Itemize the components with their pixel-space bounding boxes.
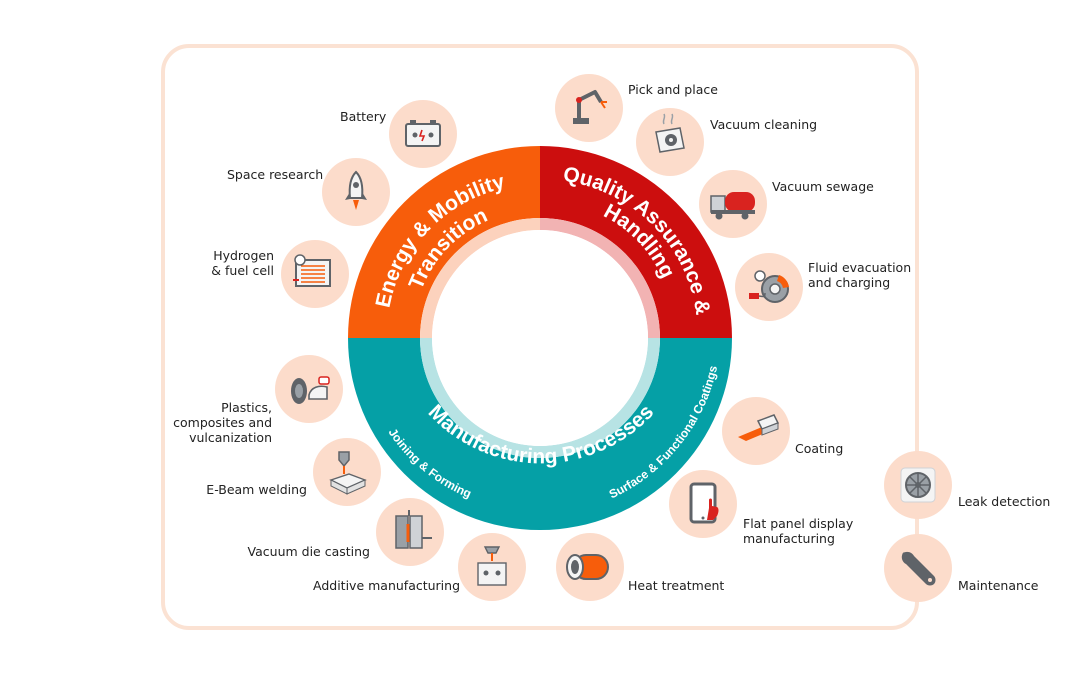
flat-panel-label-line1: Flat panel display [743, 516, 854, 531]
coating-label: Coating [795, 441, 844, 456]
flat-panel-label-line2: manufacturing [743, 531, 835, 546]
sewage-bubble[interactable] [699, 170, 767, 238]
fluid-label-line2: and charging [808, 275, 891, 290]
outer-frame [161, 44, 919, 630]
manufacturing-segment [348, 338, 732, 530]
wrench-icon [884, 534, 952, 602]
energy-segment [348, 146, 540, 338]
die-casting-bubble[interactable] [376, 498, 444, 566]
furnace-icon [556, 533, 624, 601]
pick-place-label: Pick and place [628, 82, 718, 97]
welding-icon [313, 438, 381, 506]
die-casting-icon [376, 498, 444, 566]
fluid-label-line1: Fluid evacuation [808, 260, 912, 275]
additive-bubble[interactable] [458, 533, 526, 601]
fluid-bubble[interactable] [735, 253, 803, 321]
hydrogen-label: Hydrogen & fuel cell [211, 248, 274, 278]
flat-panel-label: Flat panel display manufacturing [743, 516, 853, 546]
leak-detection-bubble[interactable] [884, 451, 952, 519]
battery-icon [389, 100, 457, 168]
robot-arm-icon [555, 74, 623, 142]
ebeam-label: E-Beam welding [206, 482, 307, 497]
cleaning-icon [636, 108, 704, 176]
manufacturing-inner-ring [420, 338, 660, 458]
plastics-label-line3: vulcanization [189, 430, 272, 445]
sewage-label: Vacuum sewage [772, 179, 874, 194]
die-casting-label: Vacuum die casting [247, 544, 370, 559]
space-research-label: Space research [227, 167, 324, 182]
battery-bubble[interactable] [389, 100, 457, 168]
brake-icon [735, 253, 803, 321]
plastics-label: Plastics, composites and vulcanization [173, 400, 272, 445]
quality-inner-ring [540, 218, 660, 338]
cleaning-bubble[interactable] [636, 108, 704, 176]
hydrogen-bubble[interactable] [281, 240, 349, 308]
cleaning-label: Vacuum cleaning [710, 117, 818, 132]
maintenance-label: Maintenance [958, 578, 1039, 593]
fluid-label: Fluid evacuation and charging [808, 260, 911, 290]
heat-treatment-bubble[interactable] [556, 533, 624, 601]
wheel-icon [884, 451, 952, 519]
coating-icon [722, 397, 790, 465]
rocket-icon [322, 158, 390, 226]
tire-icon [275, 355, 343, 423]
maintenance-bubble[interactable] [884, 534, 952, 602]
energy-inner-ring [420, 218, 540, 338]
plastics-bubble[interactable] [275, 355, 343, 423]
hydrogen-label-line2: & fuel cell [211, 263, 274, 278]
truck-icon [699, 170, 767, 238]
ebeam-bubble[interactable] [313, 438, 381, 506]
quality-segment [540, 146, 732, 338]
ring-center [432, 230, 648, 446]
pick-place-bubble[interactable] [555, 74, 623, 142]
tablet-icon [669, 470, 737, 538]
plastics-label-line1: Plastics, [221, 400, 272, 415]
additive-label: Additive manufacturing [313, 578, 461, 593]
heat-treatment-label: Heat treatment [628, 578, 725, 593]
printer-3d-icon [458, 533, 526, 601]
flat-panel-bubble[interactable] [669, 470, 737, 538]
coating-bubble[interactable] [722, 397, 790, 465]
plastics-label-line2: composites and [173, 415, 272, 430]
leak-detection-label: Leak detection [958, 494, 1051, 509]
fuel-cell-icon [281, 240, 349, 308]
hydrogen-label-line1: Hydrogen [213, 248, 274, 263]
battery-label: Battery [340, 109, 387, 124]
space-research-bubble[interactable] [322, 158, 390, 226]
